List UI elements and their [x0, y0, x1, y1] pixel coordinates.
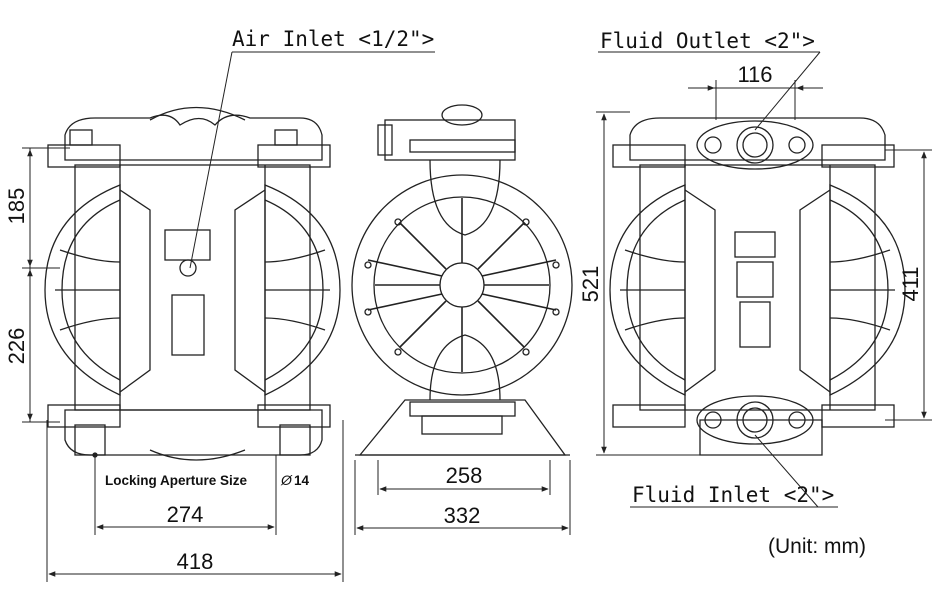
dimension-lines — [22, 51, 932, 582]
dim-411: 411 — [898, 266, 923, 301]
locking-aperture-diameter: 14 — [294, 473, 310, 488]
dim-521: 521 — [578, 266, 603, 303]
dim-274: 274 — [167, 502, 204, 527]
fluid-outlet-label: Fluid Outlet <2"> — [600, 29, 815, 53]
front-view-pump — [44, 106, 341, 461]
side-view-pump — [351, 104, 573, 456]
labels: Air Inlet <1/2"> Fluid Outlet <2"> Fluid… — [4, 27, 923, 574]
diameter-symbol: Ø — [280, 472, 293, 488]
dim-116: 116 — [737, 62, 772, 87]
dim-332: 332 — [444, 503, 481, 528]
dim-258: 258 — [446, 463, 483, 488]
air-inlet-label: Air Inlet <1/2"> — [232, 27, 434, 51]
fluid-inlet-label: Fluid Inlet <2"> — [632, 483, 834, 507]
dim-418: 418 — [177, 549, 214, 574]
dim-185: 185 — [4, 188, 29, 225]
unit-note: (Unit: mm) — [768, 535, 866, 558]
locking-aperture-label: Locking Aperture Size — [105, 473, 248, 488]
back-view-pump — [609, 117, 906, 456]
dim-226: 226 — [4, 328, 29, 365]
